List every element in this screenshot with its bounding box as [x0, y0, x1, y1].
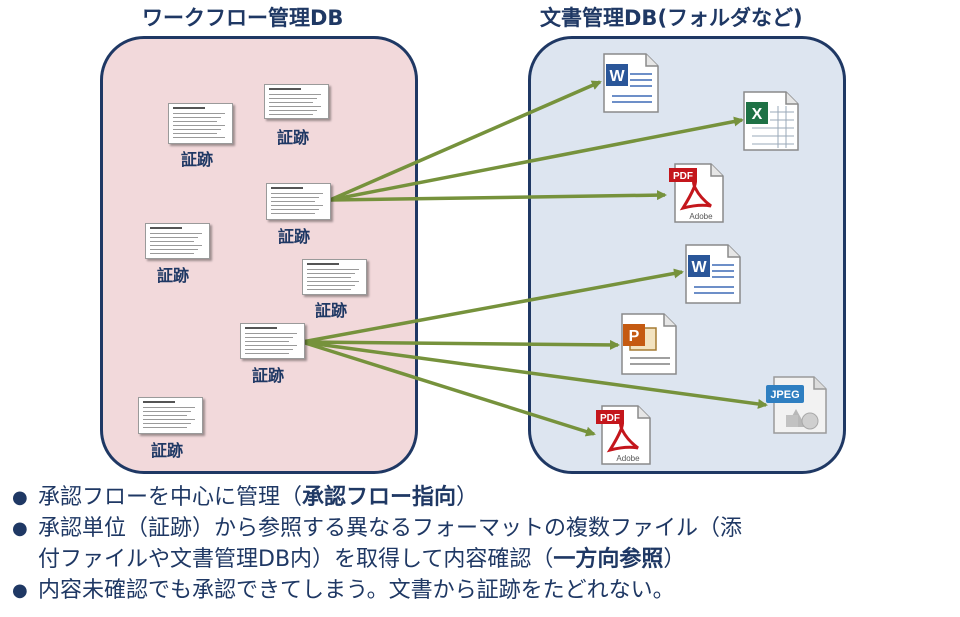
evidence-doc	[264, 84, 329, 119]
bullet-text: ）	[663, 547, 686, 572]
evidence-doc	[302, 259, 367, 295]
svg-text:W: W	[691, 259, 707, 276]
evidence-doc	[266, 183, 331, 220]
bullet-list: ● 承認フローを中心に管理（承認フロー指向） ● 承認単位（証跡）から参照する異…	[12, 482, 952, 606]
document-db-heading: 文書管理DB(フォルダなど)	[540, 6, 803, 30]
bullet-emphasis: 承認フロー指向	[302, 485, 457, 510]
bullet-text: 承認フローを中心に管理（	[38, 485, 303, 510]
bullet-text: ）	[456, 485, 479, 510]
evidence-doc	[138, 397, 203, 434]
evidence-doc	[240, 323, 305, 359]
evidence-label: 証跡	[151, 441, 184, 460]
bullet-text: 内容未確認でも承認できてしまう。文書から証跡をたどれない。	[38, 578, 675, 603]
pdf-icon: PDF Adobe	[669, 163, 724, 223]
bullet-text: 付ファイルや文書管理DB内）を取得して内容確認（	[38, 547, 554, 572]
arrow-to-word-1	[329, 80, 602, 202]
word-doc-icon: W	[685, 244, 741, 304]
arrow-to-jpeg	[301, 340, 768, 409]
svg-text:P: P	[629, 328, 640, 345]
arrow-to-pdf-2	[301, 340, 596, 437]
evidence-label: 証跡	[315, 301, 348, 320]
word-doc-icon: W	[603, 53, 659, 113]
evidence-label: 証跡	[157, 266, 190, 285]
bullet-dot: ●	[12, 487, 28, 508]
arrow-to-word-2	[301, 268, 684, 344]
bullet-item: ● 内容未確認でも承認できてしまう。文書から証跡をたどれない。	[12, 575, 952, 606]
svg-text:PDF: PDF	[673, 171, 693, 182]
bullet-continuation: 付ファイルや文書管理DB内）を取得して内容確認（一方向参照）	[12, 544, 952, 575]
bullet-dot: ●	[12, 580, 28, 601]
bullet-item: ● 承認単位（証跡）から参照する異なるフォーマットの複数ファイル（添	[12, 513, 952, 544]
arrow-to-pdf-1	[329, 190, 667, 202]
evidence-doc	[145, 223, 210, 259]
svg-text:W: W	[609, 68, 625, 85]
evidence-doc	[168, 103, 233, 144]
bullet-dot: ●	[12, 518, 28, 539]
evidence-label: 証跡	[252, 366, 285, 385]
svg-text:X: X	[752, 106, 763, 123]
bullet-item: ● 承認フローを中心に管理（承認フロー指向）	[12, 482, 952, 513]
powerpoint-icon: P	[621, 313, 677, 375]
arrow-to-ppt	[301, 339, 620, 350]
svg-text:PDF: PDF	[600, 413, 620, 424]
excel-sheet-icon: X	[743, 91, 799, 151]
evidence-label: 証跡	[181, 150, 214, 169]
arrow-to-excel	[329, 116, 744, 202]
svg-text:Adobe: Adobe	[616, 454, 640, 463]
workflow-db-heading: ワークフロー管理DB	[142, 6, 344, 30]
svg-text:JPEG: JPEG	[770, 389, 799, 401]
bullet-emphasis: 一方向参照	[553, 547, 664, 572]
evidence-label: 証跡	[278, 227, 311, 246]
svg-text:Adobe: Adobe	[689, 212, 713, 221]
jpeg-icon: JPEG	[766, 376, 827, 434]
evidence-label: 証跡	[277, 128, 310, 147]
bullet-text: 承認単位（証跡）から参照する異なるフォーマットの複数ファイル（添	[38, 516, 743, 541]
pdf-icon: PDF Adobe	[596, 405, 651, 465]
